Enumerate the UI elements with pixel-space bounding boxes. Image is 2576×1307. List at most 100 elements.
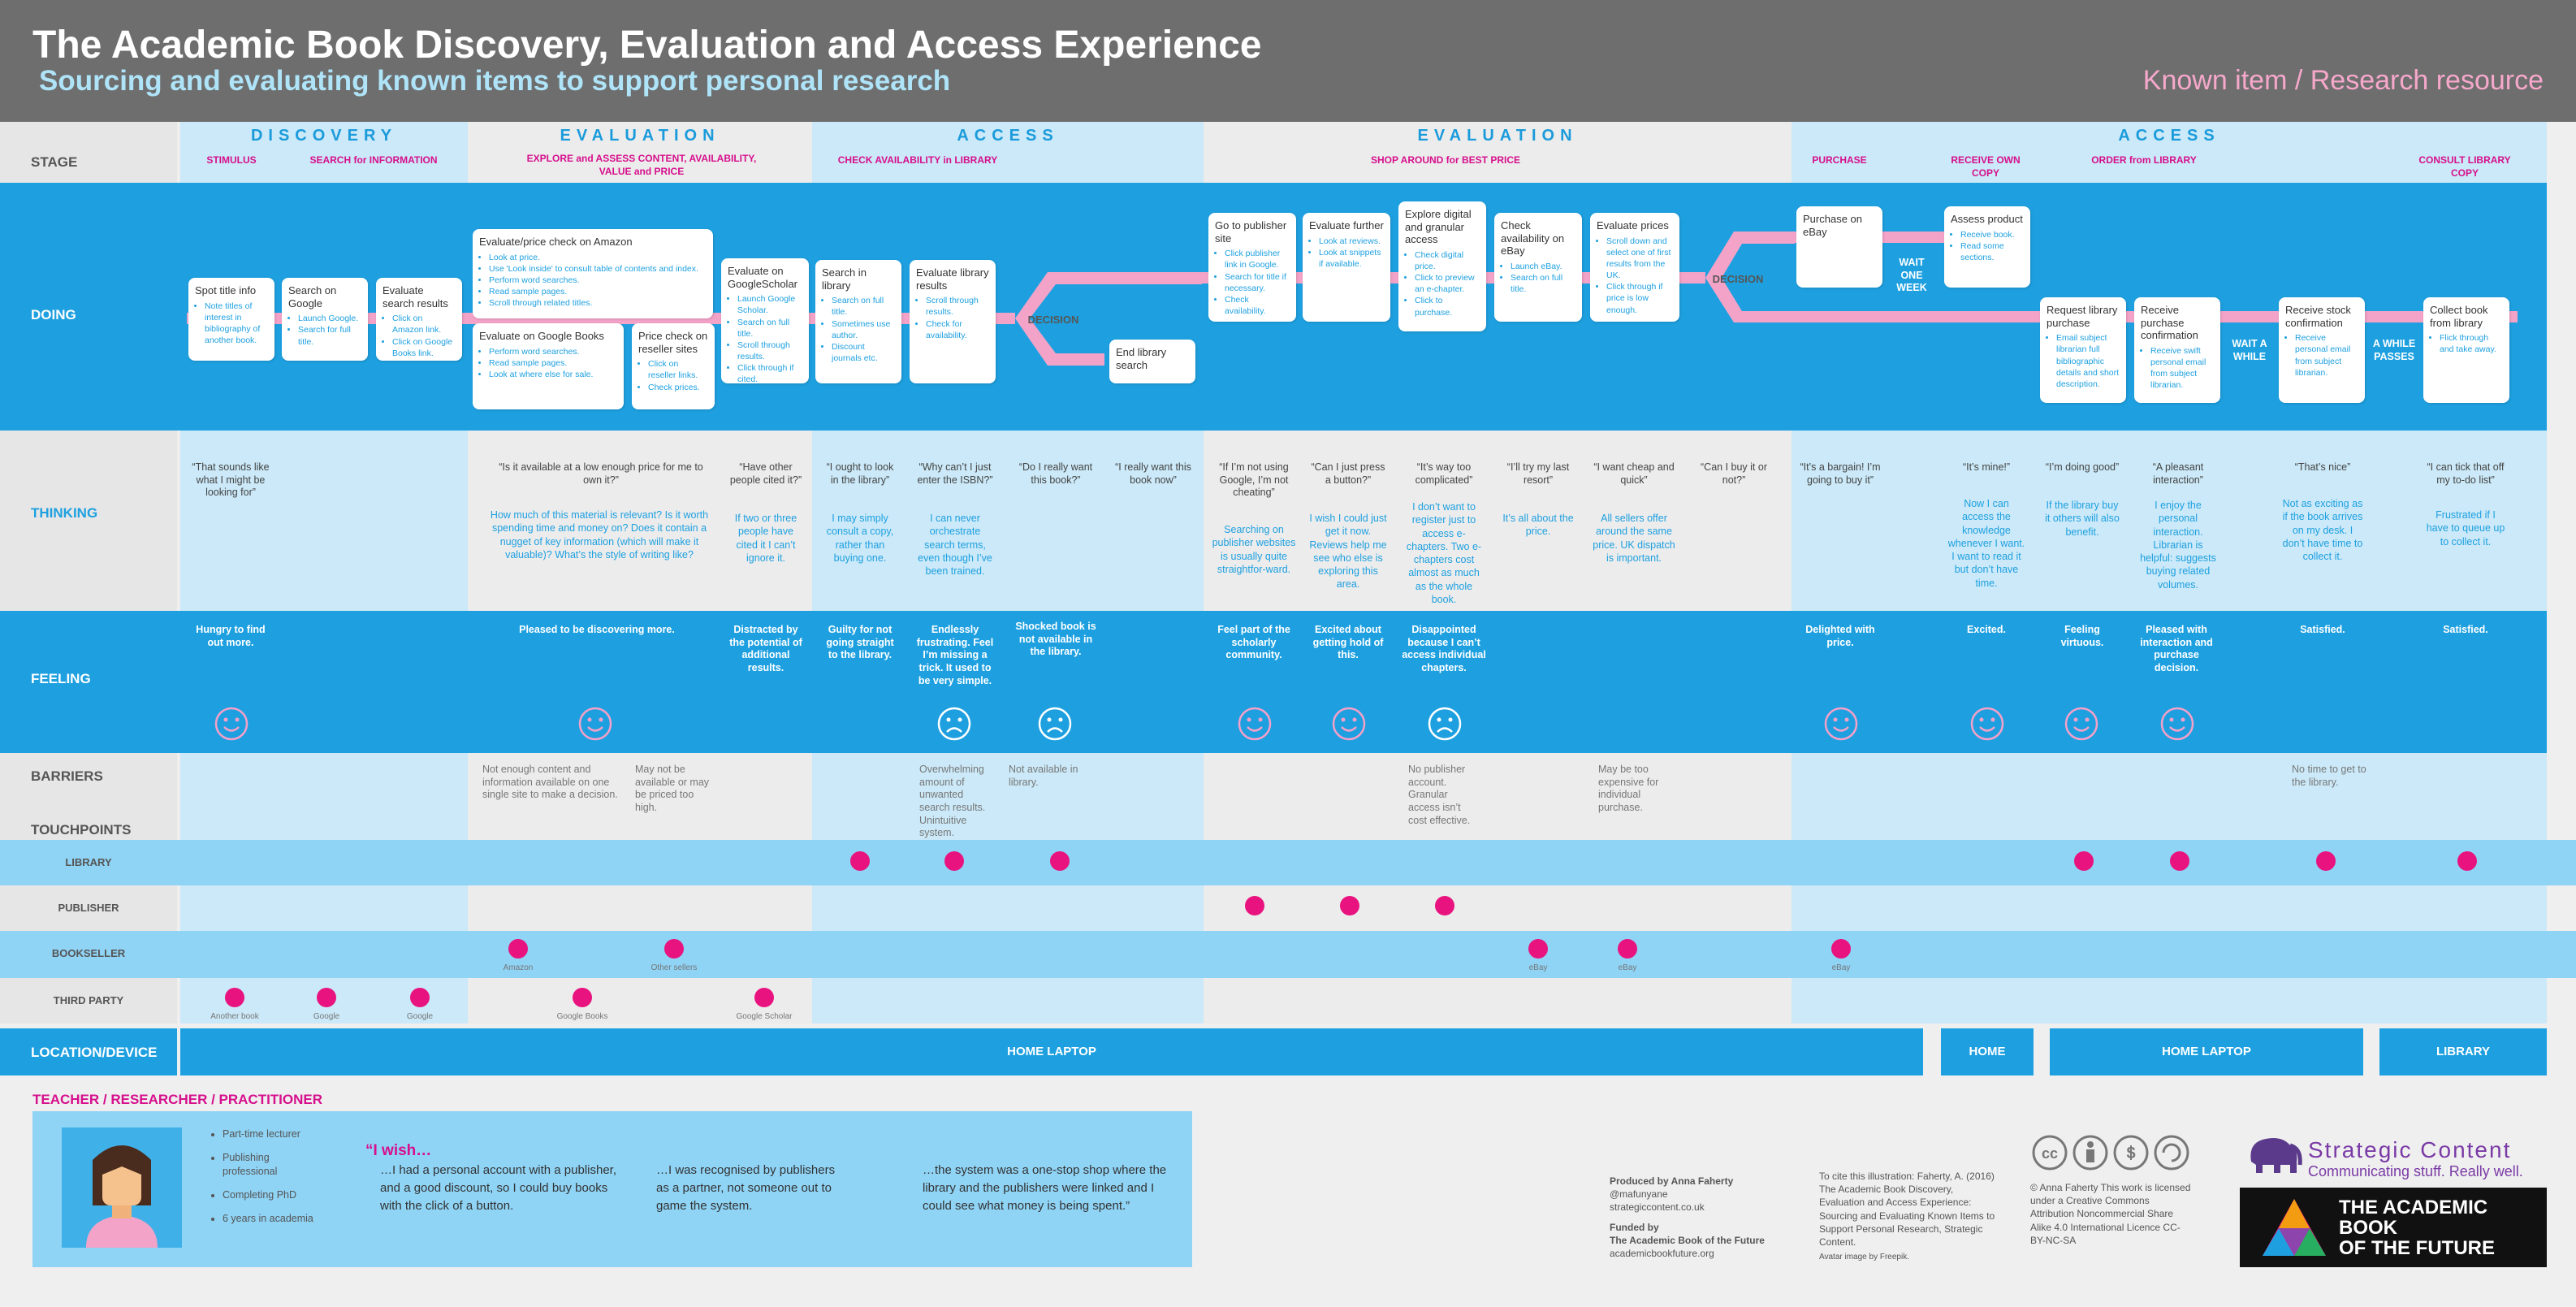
card-end-library-search: End library search bbox=[1109, 340, 1195, 383]
thought-14: “It’s a bargain! I’m going to buy it” bbox=[1800, 461, 1881, 486]
card-amazon: Evaluate/price check on AmazonLook at pr… bbox=[473, 229, 713, 318]
stage-stimulus: STIMULUS bbox=[206, 154, 257, 166]
touchpoint-dot bbox=[944, 851, 964, 871]
stage-shop-around: SHOP AROUND for BEST PRICE bbox=[1370, 154, 1521, 166]
touchpoint-dot bbox=[754, 988, 774, 1007]
row-label-touchpoints: TOUCHPOINTS bbox=[31, 822, 132, 837]
card-google-scholar: Evaluate on GoogleScholarLaunch Google S… bbox=[721, 258, 809, 384]
touchpoint-dot bbox=[317, 988, 336, 1007]
barrier-2: May not be available or may be priced to… bbox=[635, 764, 710, 813]
feeling-4: Guilty for not going straight to the lib… bbox=[826, 624, 894, 661]
card-publisher-site: Go to publisher siteClick publisher link… bbox=[1208, 213, 1296, 322]
touchpoint-dot bbox=[225, 988, 244, 1007]
brand-name: Strategic Content bbox=[2308, 1137, 2512, 1162]
stage-order-library: ORDER from LIBRARY bbox=[2091, 154, 2197, 166]
thought-11-note: It’s all about the price. bbox=[1502, 513, 1574, 538]
a-while-passes: A WHILE PASSES bbox=[2372, 338, 2416, 362]
thought-9-note: I wish I could just get it now. Reviews … bbox=[1309, 513, 1387, 591]
brand-tagline: Communicating stuff. Really well. bbox=[2308, 1163, 2523, 1179]
card-stock-confirmation: Receive stock confirmationReceive person… bbox=[2279, 297, 2365, 403]
barrier-1: Not enough content and information avail… bbox=[482, 764, 618, 801]
dot-label: Google Books bbox=[556, 1012, 608, 1021]
happy-face-icon bbox=[1332, 707, 1366, 741]
touchpoint-dot bbox=[850, 851, 870, 871]
touchpoint-dot bbox=[1618, 939, 1637, 959]
thought-4-note: I may simply consult a copy, rather than… bbox=[826, 513, 894, 564]
happy-face-icon bbox=[1824, 707, 1858, 741]
feeling-5: Endlessly frustrating. Feel I’m missing … bbox=[916, 624, 994, 686]
thought-5: “Why can’t I just enter the ISBN?” bbox=[917, 461, 993, 486]
touchpoint-dot bbox=[2074, 851, 2094, 871]
phase-access-1: ACCESS bbox=[957, 127, 1059, 145]
thought-4: “I ought to look in the library” bbox=[826, 461, 894, 486]
thought-5-note: I can never orchestrate search terms, ev… bbox=[918, 513, 992, 577]
location-home-laptop-2: HOME LAPTOP bbox=[2050, 1028, 2363, 1075]
thought-17: “A pleasant interaction” bbox=[2152, 461, 2204, 486]
thought-18-note: Not as exciting as if the book arrives o… bbox=[2282, 498, 2363, 562]
feeling-10: Delighted with price. bbox=[1805, 624, 1875, 648]
touchpoint-dot bbox=[508, 939, 528, 959]
sad-face-icon bbox=[937, 707, 971, 741]
touchpoint-row-publisher: PUBLISHER bbox=[58, 902, 119, 914]
phase-evaluation-1: EVALUATION bbox=[560, 127, 720, 145]
thought-2-note: How much of this material is relevant? I… bbox=[490, 509, 709, 560]
barrier-7: No time to get to the library. bbox=[2292, 764, 2366, 788]
thought-3-note: If two or three people have cited it I c… bbox=[734, 513, 797, 564]
stage-purchase: PURCHASE bbox=[1812, 154, 1867, 166]
triangle-logo-icon bbox=[2263, 1199, 2326, 1256]
touchpoint-dot bbox=[2316, 851, 2336, 871]
license-text: © Anna Faherty This work is licensed und… bbox=[2030, 1182, 2191, 1246]
touchpoint-row-library: LIBRARY bbox=[0, 840, 2576, 885]
happy-face-icon bbox=[214, 707, 249, 741]
thought-1: “That sounds like what I might be lookin… bbox=[192, 461, 270, 499]
creative-commons-icon: cc $ bbox=[2032, 1135, 2189, 1171]
row-label-location: LOCATION/DEVICE bbox=[31, 1045, 158, 1060]
touchpoint-dot bbox=[1245, 896, 1264, 915]
stage-consult-library: CONSULT LIBRARY COPY bbox=[2418, 154, 2511, 179]
card-spot-title: Spot title infoNote titles of interest i… bbox=[188, 278, 274, 361]
card-evaluate-search: Evaluate search resultsClick on Amazon l… bbox=[376, 278, 462, 361]
stage-check-library: CHECK AVAILABILITY in LIBRARY bbox=[837, 154, 998, 166]
barrier-6: May be too expensive for individual purc… bbox=[1598, 764, 1659, 813]
feeling-2: Pleased to be discovering more. bbox=[519, 624, 675, 635]
touchpoint-dot bbox=[664, 939, 684, 959]
svg-text:cc: cc bbox=[2042, 1145, 2058, 1162]
dot-label: Amazon bbox=[503, 963, 534, 972]
wish-2: …I was recognised by publishers as a par… bbox=[656, 1163, 836, 1213]
feeling-8: Excited about getting hold of this. bbox=[1312, 624, 1384, 661]
thought-16-note: If the library buy it others will also b… bbox=[2045, 500, 2120, 538]
touchpoint-dot bbox=[1528, 939, 1548, 959]
card-purchase-ebay: Purchase on eBay bbox=[1796, 206, 1882, 288]
credits-producer: Produced by Anna Faherty @mafunyane stra… bbox=[1610, 1175, 1765, 1259]
barrier-5: No publisher account. Granular access is… bbox=[1408, 764, 1471, 826]
persona-heading: TEACHER / RESEARCHER / PRACTITIONER bbox=[32, 1092, 323, 1107]
feeling-15: Satisfied. bbox=[2443, 624, 2488, 635]
thought-3: “Have other people cited it?” bbox=[729, 461, 802, 486]
dot-label: Google bbox=[406, 1012, 434, 1021]
wish-3: …the system was a one-stop shop where th… bbox=[923, 1163, 1167, 1213]
wait-a-while: WAIT A WHILE bbox=[2232, 338, 2267, 362]
decision-label-2: DECISION bbox=[1712, 273, 1764, 285]
card-digital-access: Explore digital and granular accessCheck… bbox=[1398, 201, 1486, 331]
happy-face-icon bbox=[578, 707, 612, 741]
location-home: HOME bbox=[1941, 1028, 2034, 1075]
touchpoint-dot bbox=[1435, 896, 1454, 915]
happy-face-icon bbox=[2160, 707, 2194, 741]
thought-8-note: Searching on publisher websites is usual… bbox=[1212, 524, 1296, 575]
stage-search: SEARCH for INFORMATION bbox=[309, 154, 438, 166]
touchpoint-dot bbox=[2457, 851, 2477, 871]
page-subtitle: Sourcing and evaluating known items to s… bbox=[39, 65, 951, 97]
feeling-14: Satisfied. bbox=[2300, 624, 2345, 635]
header-bar bbox=[0, 0, 2576, 122]
feeling-9: Disappointed because I can’t access indi… bbox=[1402, 624, 1486, 673]
happy-face-icon bbox=[1238, 707, 1272, 741]
card-request-purchase: Request library purchaseEmail subject li… bbox=[2040, 297, 2126, 403]
thought-12: “I want cheap and quick” bbox=[1593, 461, 1675, 486]
touchpoint-dot bbox=[2170, 851, 2189, 871]
thought-6: “Do I really want this book?” bbox=[1018, 461, 1093, 486]
thought-12-note: All sellers offer around the same price.… bbox=[1593, 513, 1675, 564]
item-type-tag: Known item / Research resource bbox=[2142, 65, 2544, 96]
persona-avatar-icon bbox=[62, 1127, 182, 1248]
stage-receive-own: RECEIVE OWN COPY bbox=[1951, 154, 2021, 179]
